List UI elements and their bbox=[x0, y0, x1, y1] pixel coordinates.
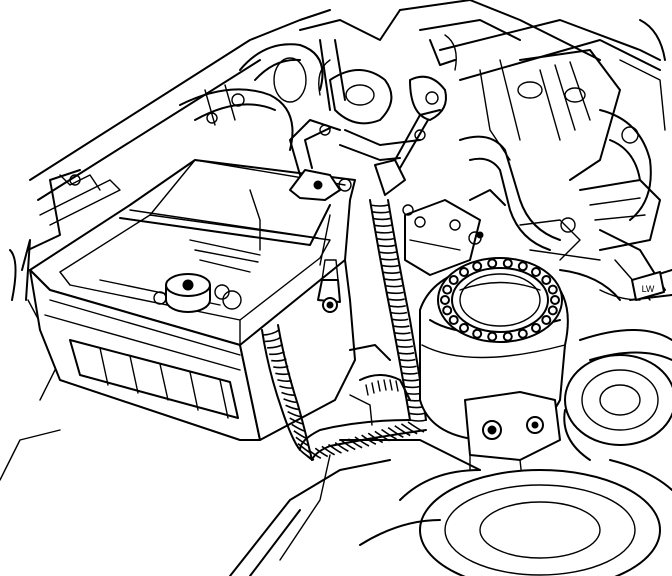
pulleys bbox=[359, 269, 672, 576]
negative-terminal bbox=[153, 273, 242, 313]
reservoir-bracket bbox=[464, 391, 561, 479]
tag-label: LW bbox=[642, 284, 655, 294]
battery bbox=[29, 159, 356, 441]
positive-terminal bbox=[317, 259, 341, 313]
component-tag: LW bbox=[631, 271, 665, 301]
wire-harness bbox=[349, 344, 411, 426]
cable-connectors bbox=[289, 109, 441, 216]
background-engine-parts bbox=[9, 0, 666, 401]
lower-panel bbox=[0, 429, 481, 576]
battery-cable-corrugated bbox=[261, 199, 427, 461]
